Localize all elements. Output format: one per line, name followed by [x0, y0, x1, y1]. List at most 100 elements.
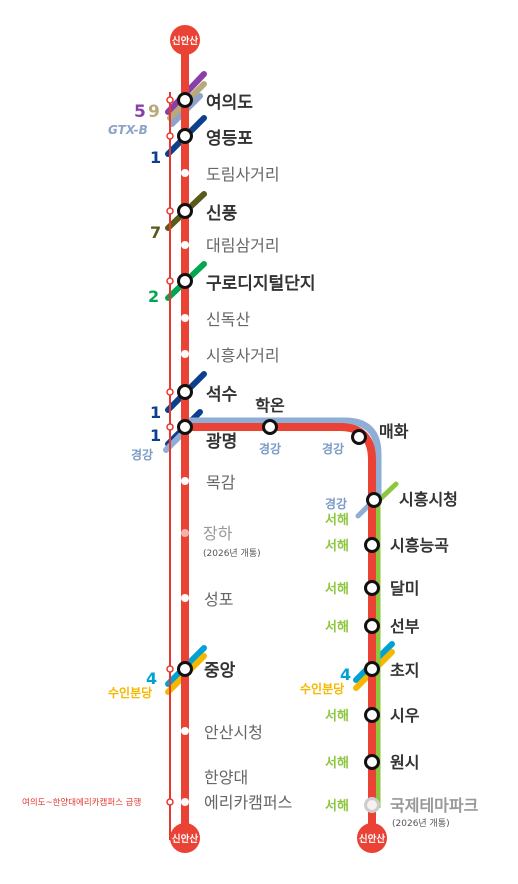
- gyeonggang-gwangmyeong-label: 경강: [131, 448, 153, 462]
- line7-label: 7: [150, 223, 161, 242]
- station-label: 달미: [390, 579, 419, 598]
- main-station-markers: [177, 92, 193, 806]
- station-label: 시흥시청: [399, 490, 458, 509]
- express-stop: [166, 665, 174, 673]
- line4-choji-label: 4: [340, 665, 351, 684]
- line4-jungang-label: 4: [146, 669, 157, 688]
- station-marker-daerim: [181, 241, 189, 249]
- express-stop: [166, 277, 174, 285]
- line2-label: 2: [148, 287, 159, 306]
- station-marker-sinpung: [177, 203, 193, 219]
- express-stop: [166, 798, 174, 806]
- station-marker-jungang: [177, 661, 193, 677]
- branch-station-markers: [262, 419, 382, 813]
- terminal-top: 신안산: [170, 25, 200, 55]
- station-marker-neunggok: [364, 537, 380, 553]
- main-station-labels: 여의도 영등포 도림사거리 신풍 대림삼거리 구로디지털단지 신독산 시흥사거리…: [203, 93, 315, 812]
- express-stops: [166, 96, 174, 806]
- suin-jungang-label: 수인분당: [108, 685, 152, 700]
- terminal-bottom-main: 신안산: [170, 823, 200, 853]
- station-note: (2026년 개통): [392, 818, 450, 829]
- seohae-neunggok-label: 서해: [325, 538, 349, 554]
- station-marker-siheung-cityhall: [366, 492, 382, 508]
- station-marker-yeongdeungpo: [177, 128, 193, 144]
- station-marker-sindoksan: [181, 314, 189, 322]
- gyeonggang-maehwa-label: 경강: [322, 442, 344, 456]
- line9-label: 9: [148, 102, 160, 122]
- terminal-bottom-main-label: 신안산: [172, 833, 198, 845]
- gyeonggang-siheung-label: 경강: [325, 497, 347, 511]
- station-marker-siu: [364, 707, 380, 723]
- station-label: 구로디지털단지: [206, 274, 315, 294]
- transfer-labels: 5 9 GTX-B 1 7 2 1 1 경강 경강 경강 경강 서해 서해 서해…: [108, 102, 351, 814]
- line1-gwangmyeong-label: 1: [150, 426, 161, 445]
- station-label: 여의도: [206, 93, 253, 113]
- station-marker-maehwa: [351, 429, 367, 445]
- station-marker-ansan-cityhall: [181, 727, 189, 735]
- station-label: 신풍: [206, 204, 238, 224]
- station-marker-dalmi: [364, 580, 380, 596]
- station-marker-hanyang-erica: [181, 798, 189, 806]
- station-label: 중앙: [204, 661, 236, 681]
- station-marker-seongpo: [181, 594, 189, 602]
- station-label: 안산시청: [204, 723, 263, 742]
- station-marker-siheung-sageori: [181, 350, 189, 358]
- express-stop: [166, 423, 174, 431]
- station-marker-choji: [364, 661, 380, 677]
- station-label: 국제테마파크: [390, 796, 479, 815]
- terminal-bottom-branch-label: 신안산: [359, 833, 385, 845]
- gtxb-label: GTX-B: [108, 123, 148, 137]
- line1-seoksu-label: 1: [150, 403, 161, 422]
- station-label: 시우: [390, 706, 420, 725]
- seohae-siu-label: 서해: [325, 708, 349, 724]
- seohae-dalmi-label: 서해: [325, 581, 349, 597]
- station-marker-theme-park: [364, 797, 380, 813]
- station-marker-jangha: [181, 529, 189, 537]
- station-label: 영등포: [206, 129, 253, 149]
- station-label: 목감: [206, 473, 236, 492]
- express-label: 여의도~한양대에리카캠퍼스 급행: [22, 797, 141, 808]
- station-label: 장하: [203, 524, 233, 543]
- station-label: 시흥사거리: [206, 346, 280, 365]
- station-label: 원시: [390, 753, 419, 772]
- express-stop: [166, 388, 174, 396]
- station-label: 초지: [390, 661, 419, 680]
- transfer-stubs: [163, 71, 399, 695]
- line1-yeongdeungpo-label: 1: [150, 148, 161, 167]
- line5-label: 5: [134, 102, 146, 122]
- station-marker-gwangmyeong: [177, 419, 193, 435]
- station-label: 신독산: [206, 310, 250, 329]
- station-label: 대림삼거리: [206, 236, 280, 255]
- terminal-top-label: 신안산: [172, 35, 198, 47]
- station-label: 학온: [255, 396, 285, 415]
- station-label: 한양대: [204, 768, 248, 787]
- station-marker-hakon: [262, 419, 278, 435]
- suin-choji-label: 수인분당: [300, 681, 344, 696]
- express-stop: [166, 132, 174, 140]
- station-label: 매화: [379, 422, 409, 441]
- station-label: 도림사거리: [206, 165, 280, 184]
- gyeonggang-hakon-label: 경강: [259, 442, 281, 456]
- station-note: (2026년 개통): [203, 548, 261, 559]
- station-marker-dorim: [181, 169, 189, 177]
- station-marker-guro: [177, 273, 193, 289]
- seohae-theme-label: 서해: [325, 798, 349, 814]
- station-marker-wonsi: [364, 754, 380, 770]
- station-marker-yeouido: [177, 92, 193, 108]
- station-label: 석수: [206, 385, 238, 405]
- branch-station-labels: 학온 매화 시흥시청 시흥능곡 달미 선부 초지 시우 원시 국제테마파크 (2…: [255, 396, 478, 829]
- station-marker-seonbu: [364, 618, 380, 634]
- station-label: 광명: [206, 432, 237, 452]
- station-marker-mokgam: [181, 477, 189, 485]
- station-label: 선부: [390, 617, 420, 636]
- gyeonggang-line: [185, 417, 382, 498]
- seohae-seonbu-label: 서해: [325, 619, 349, 635]
- station-label: 시흥능곡: [390, 536, 449, 555]
- express-stop: [166, 96, 174, 104]
- station-marker-seoksu: [177, 384, 193, 400]
- express-stop: [166, 207, 174, 215]
- seohae-wonsi-label: 서해: [325, 755, 349, 771]
- station-label-line2: 에리카캠퍼스: [204, 793, 292, 812]
- seohae-siheung-label: 서해: [325, 512, 349, 528]
